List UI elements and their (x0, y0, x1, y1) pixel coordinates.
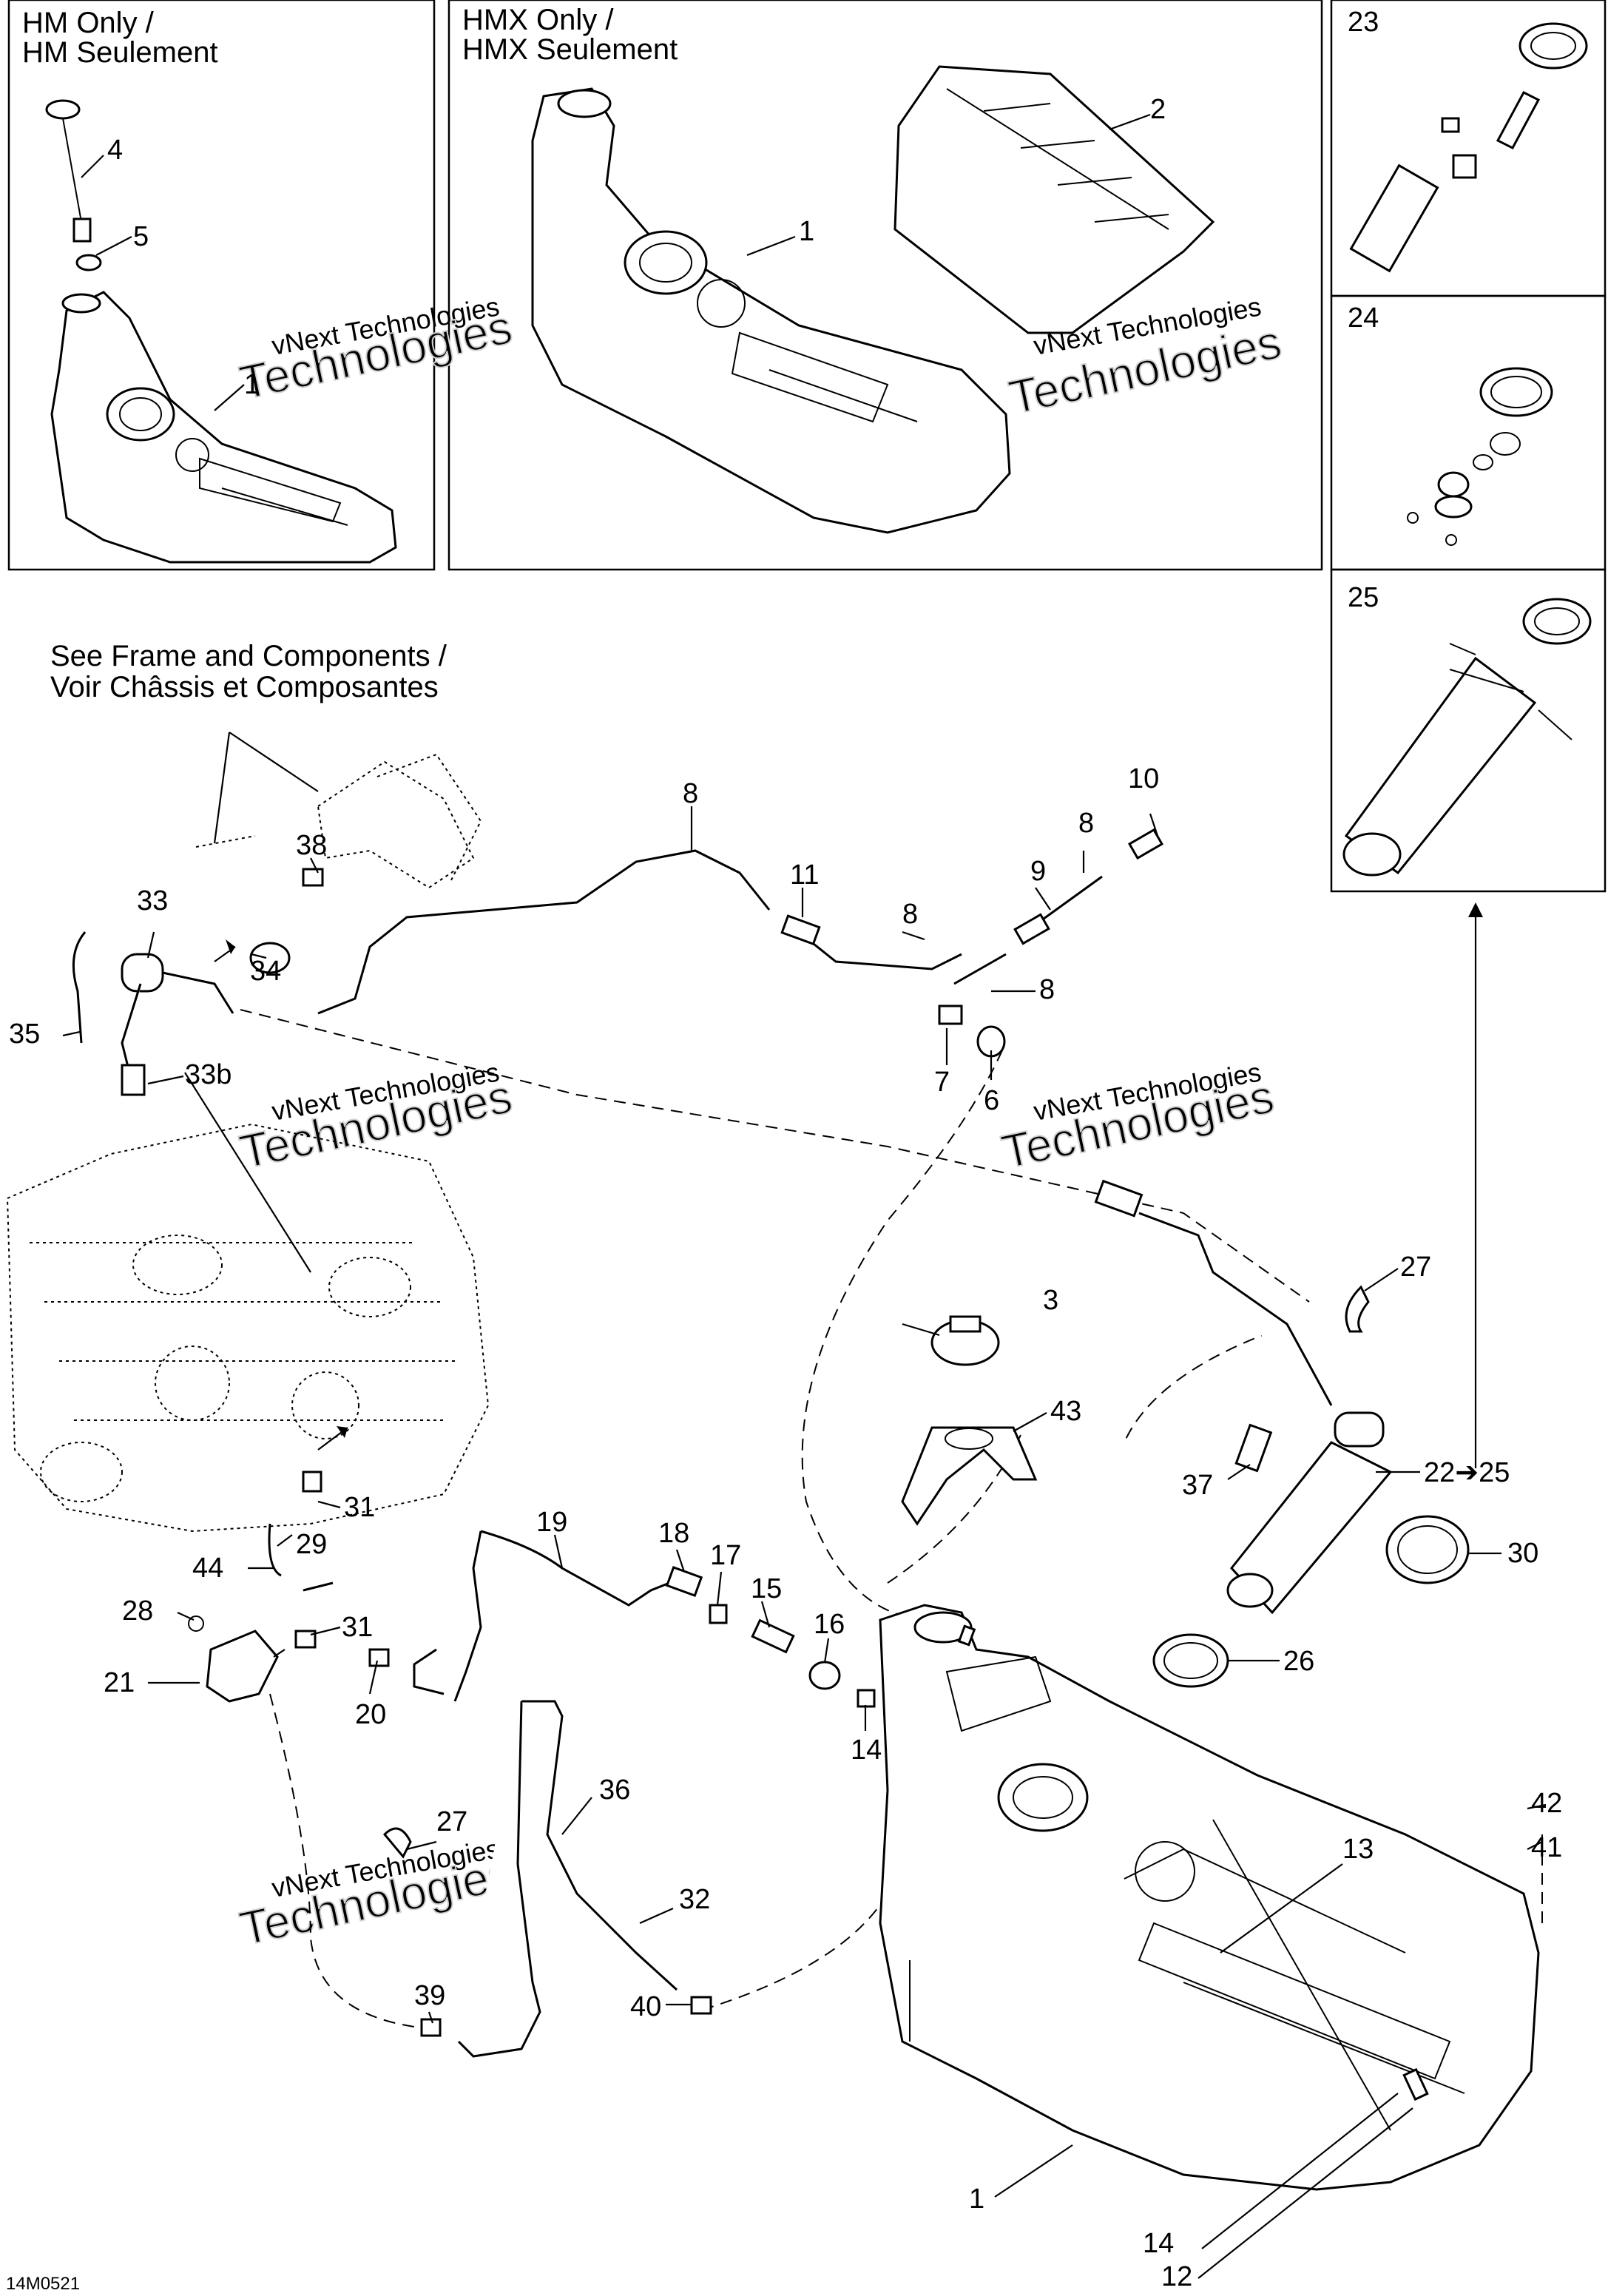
callout-18: 18 (658, 1518, 689, 1549)
cap-holder-part (901, 1426, 1038, 1526)
callout-22-25: 22➔25 (1424, 1457, 1510, 1488)
callout-8-low: 8 (1039, 974, 1055, 1005)
inset-label-24: 24 (1348, 303, 1379, 334)
frame-note-line2: Voir Châssis et Composantes (50, 671, 439, 703)
callout-8-main: 8 (683, 778, 698, 809)
pump-lock-ring-part (1385, 1515, 1470, 1584)
frame-bracket (195, 753, 482, 889)
hmx-panel-frame (447, 0, 1323, 571)
callout-19: 19 (536, 1507, 567, 1538)
callout-35: 35 (9, 1019, 40, 1050)
callout-30: 30 (1507, 1538, 1538, 1569)
callout-31-lower: 31 (342, 1612, 373, 1643)
callout-21: 21 (104, 1667, 135, 1698)
inset-label-25: 25 (1348, 582, 1379, 613)
fuel-pump-part (1349, 22, 1588, 273)
tie-strap-part-27 (1345, 1285, 1370, 1333)
hmx-fuel-tank (531, 87, 1011, 534)
fuel-gauge-sender-harness (1094, 1179, 1393, 1615)
callout-12: 12 (1161, 2261, 1192, 2292)
hm-panel-title-line2: HM Seulement (22, 36, 218, 69)
callout-37: 37 (1182, 1470, 1213, 1501)
callout-3: 3 (1043, 1285, 1058, 1316)
fuel-hose-assembly (188, 1471, 876, 2058)
callout-14-lower: 14 (1143, 2228, 1174, 2259)
callout-31-upper: 31 (344, 1492, 375, 1523)
callout-44: 44 (192, 1553, 223, 1584)
direction-arrows (214, 902, 1483, 1658)
fuel-level-gauge-part (45, 99, 92, 243)
callout-36: 36 (599, 1775, 630, 1806)
main-fuel-tank (879, 1604, 1540, 2191)
callout-8-right: 8 (1078, 808, 1094, 839)
callout-8-mid: 8 (902, 899, 918, 930)
callout-27-lower: 27 (436, 1806, 467, 1837)
callout-26: 26 (1283, 1646, 1314, 1677)
hm-panel-title-line1: HM Only / (22, 7, 155, 39)
callout-28: 28 (122, 1596, 153, 1627)
fuel-pump-sleeve-part (1342, 598, 1592, 877)
callout-40: 40 (630, 1991, 661, 2022)
callout-14-upper: 14 (851, 1735, 882, 1766)
callout-33b: 33b (185, 1059, 232, 1090)
callout-1-hmx: 1 (799, 216, 814, 247)
grommet-part (75, 254, 102, 271)
callout-numbers: 4 5 1 1 2 8 10 8 9 11 8 8 7 6 38 33 34 3… (9, 94, 1562, 2292)
figure-id: 14M0521 (6, 2274, 80, 2294)
inset-24-frame (1330, 294, 1607, 571)
callout-15: 15 (751, 1573, 782, 1604)
callout-38: 38 (296, 830, 327, 861)
callout-27-upper: 27 (1400, 1252, 1431, 1283)
callout-42: 42 (1531, 1788, 1562, 1819)
inset-label-23: 23 (1348, 7, 1379, 38)
callout-33: 33 (137, 885, 168, 916)
foam-pad-part (1234, 1423, 1273, 1473)
leader-lines (62, 113, 1547, 2279)
hm-panel-frame (7, 0, 436, 571)
hmx-panel-title-line2: HMX Seulement (462, 33, 678, 66)
filler-cap-part (930, 1315, 1000, 1366)
callout-41: 41 (1531, 1832, 1562, 1863)
callout-17: 17 (710, 1540, 741, 1571)
callout-1-main: 1 (969, 2184, 984, 2215)
callout-43: 43 (1050, 1396, 1081, 1427)
frame-note-line1: See Frame and Components / (50, 640, 447, 672)
callout-34: 34 (250, 956, 281, 987)
callout-9: 9 (1030, 856, 1046, 887)
callout-5: 5 (133, 221, 149, 252)
callout-13: 13 (1342, 1834, 1374, 1865)
tank-protector-part (893, 65, 1215, 334)
callout-29: 29 (296, 1529, 327, 1560)
callout-7: 7 (934, 1067, 950, 1098)
pump-gasket-part (1152, 1633, 1229, 1688)
callout-1-hm: 1 (244, 369, 260, 400)
gasket-seal-kit-part (1407, 367, 1553, 546)
callout-32: 32 (679, 1884, 710, 1915)
hmx-panel-title-line1: HMX Only / (462, 4, 614, 36)
callout-16: 16 (814, 1609, 845, 1640)
vent-hose-assembly (72, 828, 1164, 1096)
callout-11: 11 (790, 860, 819, 891)
callout-20: 20 (355, 1699, 386, 1730)
callout-4: 4 (107, 135, 123, 166)
engine-outline (6, 1072, 490, 1533)
inset-25-frame (1330, 568, 1607, 893)
callout-39: 39 (414, 1980, 445, 2011)
hm-fuel-tank (50, 291, 397, 564)
callout-6: 6 (984, 1085, 999, 1116)
callout-10: 10 (1128, 763, 1159, 794)
callout-2: 2 (1150, 94, 1166, 125)
